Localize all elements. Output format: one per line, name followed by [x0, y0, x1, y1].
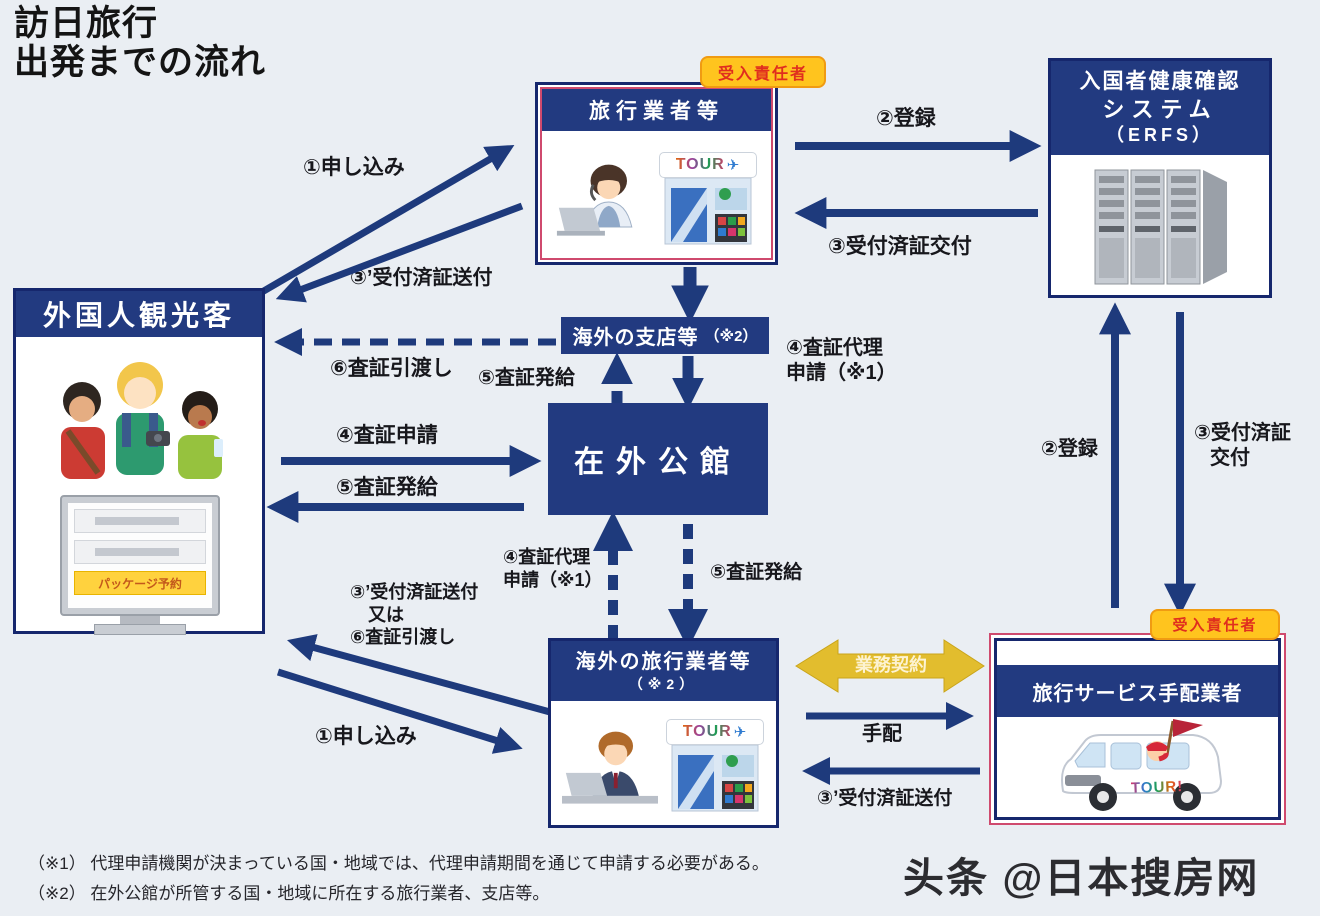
label-visa-proxy-bottom: ④査証代理 申請（※1）: [503, 546, 603, 591]
label-visa-issue-down: ⑤査証発給: [710, 562, 803, 583]
arranger-title: 旅行サービス手配業者: [997, 665, 1278, 717]
label-arrange: 手配: [862, 723, 902, 745]
node-service-arranger: 旅行サービス手配業者 TOUR!: [989, 633, 1286, 825]
arrow-send-or-handover: [287, 634, 551, 716]
shop-sign-2: TOUR: [665, 719, 764, 745]
label-visa-proxy-bottom-line2: 申請（※1）: [503, 569, 603, 590]
shop-sign-text: TOUR: [675, 156, 725, 173]
airplane-icon-2: [732, 723, 747, 742]
travel-agency-title: 旅行業者等: [542, 89, 771, 131]
travel-agency-body: TOUR: [542, 131, 771, 258]
node-erfs: 入国者健康確認 システム （ERFS）: [1048, 58, 1272, 298]
label-visa-issue-left: ⑤査証発給: [336, 476, 438, 499]
shop-sign: TOUR: [658, 152, 757, 178]
label-register-right: ②登録: [1041, 438, 1098, 460]
erfs-title-line1: 入国者健康確認: [1079, 70, 1241, 94]
airplane-icon: [725, 156, 740, 175]
shop-front-2: [671, 744, 758, 812]
page-title-line2: 出発までの流れ: [14, 43, 267, 83]
tour-shop-illustration-2: TOUR: [664, 719, 766, 817]
overseas-agent-illustration: [561, 731, 658, 804]
embassy-title: 在外公館: [574, 446, 742, 479]
label-visa-proxy-top: ④査証代理 申請（※1）: [786, 336, 897, 386]
booking-screen: パッケージ予約: [60, 495, 220, 635]
label-visa-handover: ⑥査証引渡し: [330, 357, 453, 380]
badge-receiving-manager-bottom: 受入責任者: [1150, 609, 1280, 640]
erfs-body: [1051, 155, 1269, 294]
node-foreign-tourists: 外国人観光客: [13, 288, 265, 635]
label-visa-proxy-top-line2: 申請（※1）: [786, 362, 897, 384]
label-issue-cert-right: ③受付済証 交付: [1194, 421, 1291, 471]
footnote-1: （※1） 代理申請機関が決まっている国・地域では、代理申請期間を通じて申請する必…: [28, 854, 769, 873]
overseas-agency-body: TOUR: [551, 701, 776, 825]
server-racks-illustration: [1094, 169, 1227, 284]
agent-at-laptop-illustration: [556, 164, 632, 236]
label-send-or-line1: ③’受付済証送付: [350, 582, 479, 602]
label-issue-cert-top: ③受付済証交付: [828, 235, 972, 258]
overseas-agency-title-line1: 海外の旅行業者等: [575, 650, 752, 673]
package-booking-label: パッケージ予約: [98, 576, 182, 591]
label-register-top: ②登録: [876, 107, 936, 130]
van-sign-text: TOUR!: [1130, 778, 1184, 797]
tour-shop-illustration: TOUR: [657, 152, 759, 250]
menu-row-highlighted: パッケージ予約: [74, 571, 206, 595]
label-visa-proxy-top-line1: ④査証代理: [786, 337, 883, 359]
menu-row: [74, 509, 206, 533]
label-issue-cert-right-line1: ③受付済証: [1194, 422, 1291, 444]
node-overseas-branch: 海外の支店等 （※2）: [561, 317, 769, 354]
footnote-2: （※2） 在外公館が所管する国・地域に所在する旅行業者、支店等。: [28, 884, 550, 903]
label-issue-cert-right-line2: 交付: [1210, 447, 1250, 469]
overseas-agency-title: 海外の旅行業者等 （※2）: [551, 641, 776, 701]
tourists-title: 外国人観光客: [16, 291, 262, 337]
label-visa-issue-branch: ⑤査証発給: [478, 367, 575, 389]
page-title-line1: 訪日旅行: [14, 4, 159, 43]
badge-receiving-manager-top: 受入責任者: [700, 56, 826, 88]
label-send-or-handover: ③’受付済証送付 又は ⑥査証引渡し: [350, 581, 478, 649]
tourists-illustration: [61, 362, 223, 479]
erfs-title-line3: （ERFS）: [1105, 125, 1214, 146]
screen-frame: パッケージ予約: [60, 495, 220, 616]
shop-front: [664, 177, 751, 245]
label-send-cert-bottom: ③’受付済証送付: [817, 788, 953, 809]
van-svg: [1061, 719, 1223, 811]
tourists-body: パッケージ予約: [16, 337, 262, 635]
tour-van-illustration: TOUR!: [1045, 715, 1235, 817]
shop-sign-text-2: TOUR: [682, 723, 732, 740]
label-apply-bottom: ①申し込み: [315, 725, 417, 748]
screen-base: [94, 624, 186, 635]
branch-title: 海外の支店等: [572, 327, 699, 349]
node-travel-agency: 旅行業者等: [535, 82, 778, 265]
label-send-or-line3: ⑥査証引渡し: [350, 627, 456, 647]
screen-stand: [120, 616, 160, 624]
node-embassy: 在外公館: [548, 403, 768, 515]
label-apply-top: ①申し込み: [303, 156, 405, 179]
label-business-contract: 業務契約: [855, 655, 927, 675]
label-send-or-line2: 又は: [368, 604, 404, 625]
page-title: 訪日旅行 出発までの流れ: [14, 4, 266, 82]
overseas-agency-title-line2: （※2）: [628, 675, 699, 692]
node-overseas-agency: 海外の旅行業者等 （※2）: [548, 638, 779, 828]
label-send-cert-top: ③’受付済証送付: [350, 267, 493, 289]
watermark: 头条 @日本搜房网: [903, 855, 1260, 901]
label-visa-proxy-bottom-line1: ④査証代理: [503, 547, 591, 567]
branch-note: （※2）: [704, 328, 758, 345]
erfs-title: 入国者健康確認 システム （ERFS）: [1051, 61, 1269, 155]
label-visa-apply: ④査証申請: [336, 424, 438, 447]
erfs-title-line2: システム: [1102, 96, 1218, 122]
menu-row: [74, 540, 206, 564]
